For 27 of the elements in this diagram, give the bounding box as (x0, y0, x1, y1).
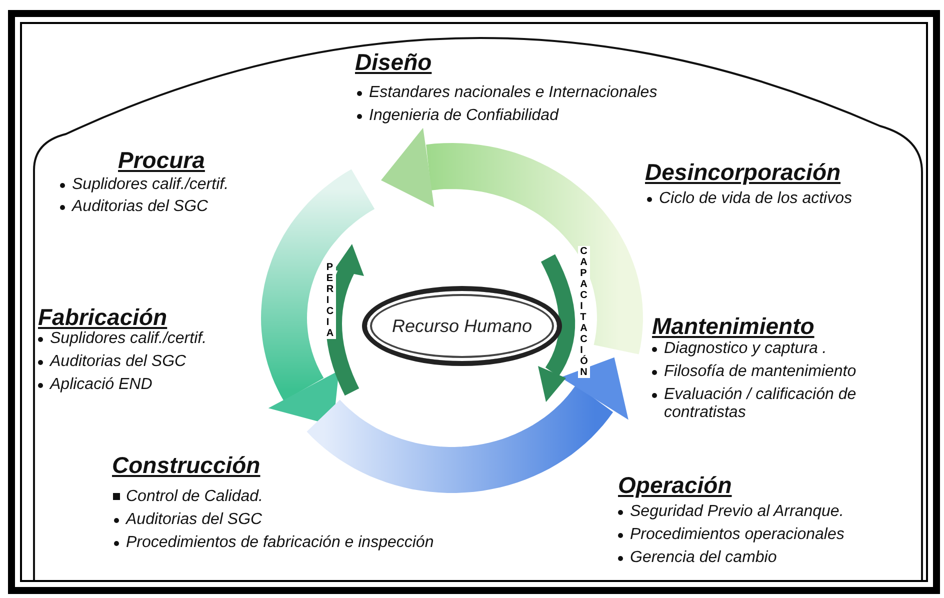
bullet-item: Auditorias del SGC (112, 511, 572, 529)
node-text: Recurso Humano (392, 314, 532, 338)
bullet-item: Ciclo de vida de los activos (645, 190, 935, 208)
bullet-item: Procedimientos de fabricación e inspección (112, 534, 572, 552)
vertical-label: PERICIA (324, 262, 336, 339)
bullet-item: Evaluación / calificación de contratistas (650, 386, 932, 422)
bullet-item: Auditorias del SGC (58, 198, 318, 216)
stage-heading: Construcción (112, 451, 260, 479)
stage-heading: Diseño (355, 48, 432, 76)
stage-heading: Operación (618, 471, 732, 499)
bullet-item: Suplidores calif./certif. (58, 176, 318, 194)
bullet-item: Estandares nacionales e Internacionales (355, 84, 795, 102)
bullet-item: Ingenieria de Confiabilidad (355, 107, 795, 125)
bullet-item: Filosofía de mantenimiento (650, 363, 932, 381)
bullet-item: Suplidores calif./certif. (36, 330, 286, 348)
stage-heading: Desincorporación (645, 158, 841, 186)
bullet-item: Auditorias del SGC (36, 353, 286, 371)
bullet-item: Diagnostico y captura . (650, 340, 932, 358)
stage-heading: Procura (118, 146, 205, 174)
vertical-label: CAPACITACIÓN (578, 246, 590, 378)
bullet-item: Seguridad Previo al Arranque. (616, 503, 934, 521)
bullet-item: Gerencia del cambio (616, 549, 934, 567)
bullet-item: Procedimientos operacionales (616, 526, 934, 544)
stage-heading: Fabricación (38, 303, 168, 331)
bullet-item: Control de Calidad. (112, 488, 572, 506)
stage-heading: Mantenimiento (652, 312, 814, 340)
bullet-item: Aplicació END (36, 376, 286, 394)
